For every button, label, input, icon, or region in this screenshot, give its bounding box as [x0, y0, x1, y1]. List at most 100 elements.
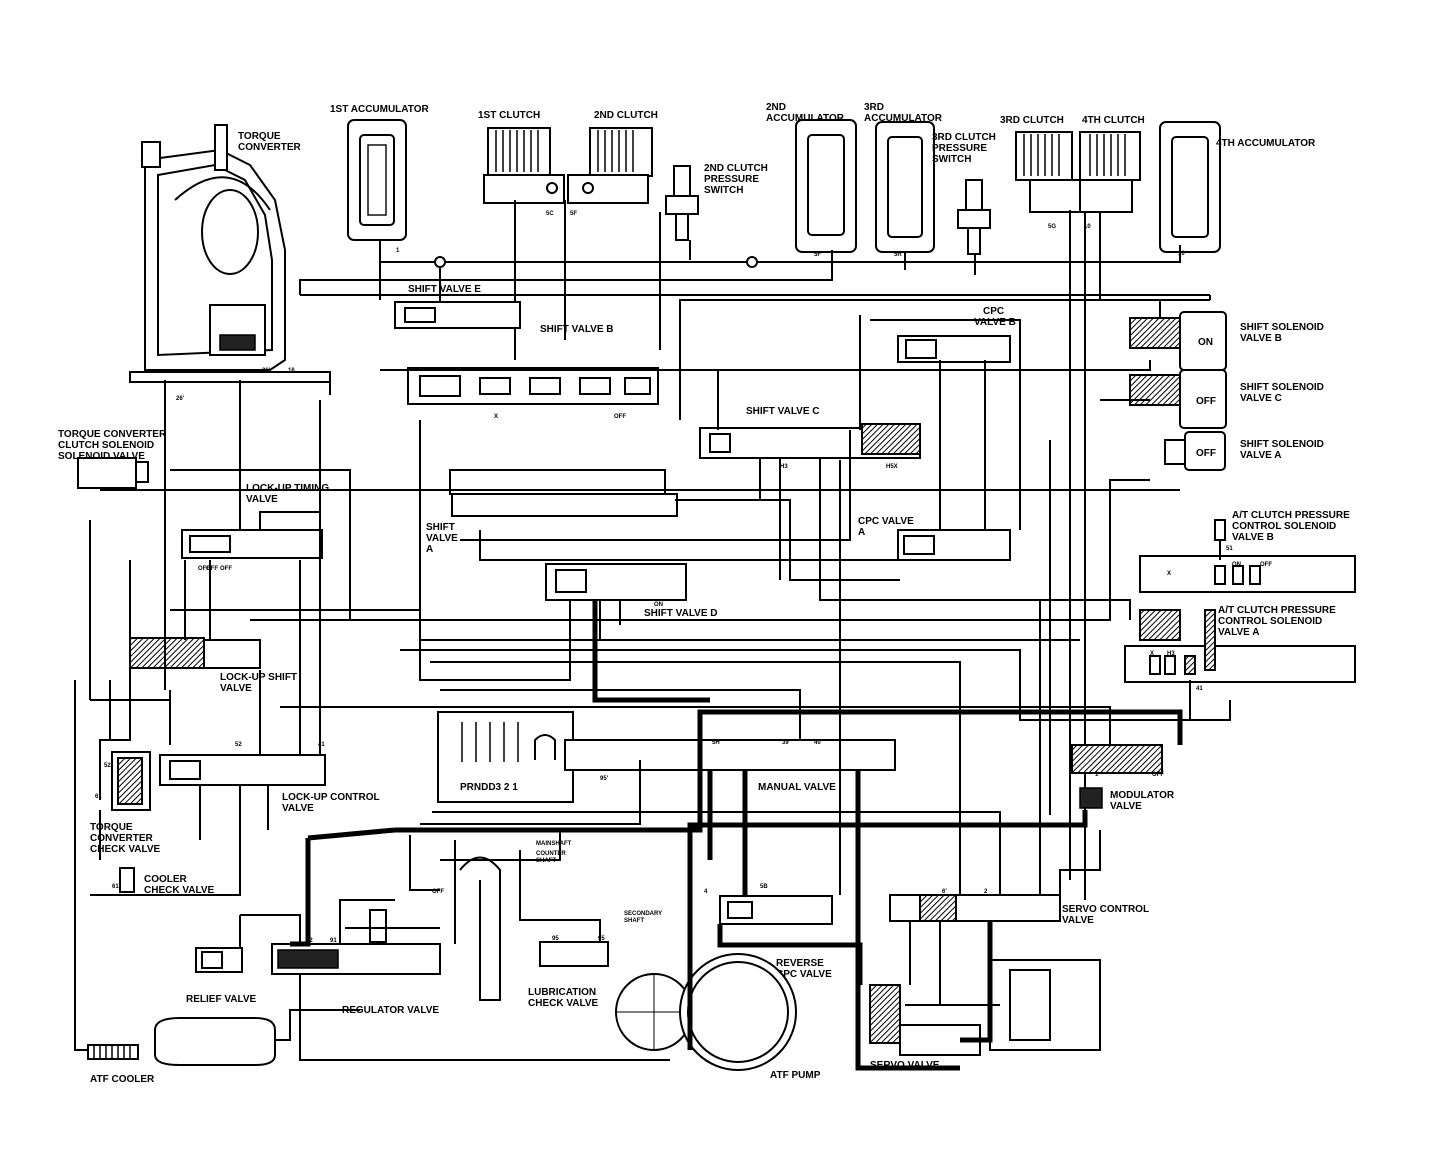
- cpc-valve-b: [897, 335, 1011, 363]
- port-code: 95': [600, 776, 609, 782]
- regulator-valve-label: REGULATOR VALVE: [342, 1005, 439, 1016]
- manual-valve-label: MANUAL VALVE: [758, 782, 836, 793]
- port-code: 52: [235, 742, 242, 748]
- lubrication-check-valve: [459, 856, 609, 1001]
- port-code: 95: [598, 936, 605, 942]
- clutch-2nd-label: 2ND CLUTCH: [594, 110, 658, 121]
- shift-valve-e: [394, 301, 521, 329]
- shift-valve-b-label: SHIFT VALVE B: [540, 324, 614, 335]
- port-code: H5X: [886, 464, 898, 470]
- clutch-1st-label: 1ST CLUTCH: [478, 110, 540, 121]
- port-code: OFF: [198, 566, 210, 572]
- port-code: 51: [1226, 546, 1233, 552]
- clutch-4th-label: 4TH CLUTCH: [1082, 115, 1145, 126]
- port-code: 40: [814, 740, 821, 746]
- shift-solenoid-b: ON: [1129, 311, 1227, 371]
- port-code: 52: [104, 763, 111, 769]
- atc-solenoid-b: [1139, 519, 1356, 593]
- solenoid-a-state: OFF: [1196, 448, 1216, 459]
- solenoid-c-state: OFF: [1196, 396, 1216, 407]
- port-code: 5R: [894, 252, 902, 258]
- mainshaft-label: MAINSHAFT: [536, 841, 572, 847]
- port-code: X: [1150, 651, 1154, 657]
- port-code: ON: [1232, 562, 1241, 568]
- port-code: X: [494, 414, 498, 420]
- port-code: 5B: [760, 884, 768, 890]
- clutch-3rd-label: 3RD CLUTCH: [1000, 115, 1064, 126]
- accumulator-3rd: [875, 121, 935, 253]
- port-codes: 1 5C 5F 5F 5R 5G 10 10 26' 26' 16 X OFF …: [95, 211, 1272, 944]
- port-code: 10: [1084, 224, 1091, 230]
- port-code: H3: [780, 464, 788, 470]
- port-code: 26': [262, 368, 271, 374]
- clutch-3rd: [1015, 131, 1081, 213]
- shift-valve-c-label: SHIFT VALVE C: [746, 406, 820, 417]
- clutch-1st: [483, 127, 565, 204]
- shift-valve-e-label: SHIFT VALVE E: [408, 284, 481, 295]
- shift-valve-b: [407, 367, 659, 405]
- port-code: 41: [318, 742, 325, 748]
- port-code: OFF: [220, 566, 232, 572]
- modulator-valve: [1071, 744, 1163, 809]
- relief-valve-label: RELIEF VALVE: [186, 994, 257, 1005]
- tc-check-valve: [111, 751, 151, 811]
- lockup-control-valve: [159, 754, 326, 786]
- atf-cooler-label: ATF COOLER: [90, 1074, 155, 1085]
- port-code: 91: [330, 938, 337, 944]
- relief-valve: [195, 947, 243, 973]
- shift-valve-d-label: SHIFT VALVE D: [644, 608, 718, 619]
- port-code: 95: [552, 936, 559, 942]
- port-code: 5F: [814, 252, 821, 258]
- port-code: 2: [984, 889, 988, 895]
- port-code: 92: [306, 938, 313, 944]
- accumulator-2nd: [795, 119, 857, 253]
- port-code: 5F: [570, 211, 577, 217]
- shift-solenoid-a: OFF: [1164, 431, 1226, 471]
- port-code: X: [1167, 571, 1171, 577]
- port-code: 61: [95, 794, 102, 800]
- clutch-4th: [1079, 131, 1141, 213]
- regulator-valve: [271, 909, 441, 975]
- shift-valve-c: [699, 423, 921, 459]
- clutch-2nd: [567, 127, 653, 204]
- port-code: ON: [654, 602, 663, 608]
- port-code: 10: [1178, 251, 1185, 257]
- port-code: 41: [1196, 686, 1203, 692]
- port-code: 39: [782, 740, 789, 746]
- port-code: 5G: [1048, 224, 1056, 230]
- reverse-cpc-valve: [719, 895, 833, 925]
- port-code: OFF: [1260, 562, 1272, 568]
- port-code: 5H: [712, 740, 720, 746]
- accumulator-4th: [1159, 121, 1221, 253]
- servo-control-valve: [889, 894, 1061, 922]
- port-code: OFF: [1152, 772, 1164, 778]
- clutch3-pressure-switch: [957, 179, 991, 255]
- port-code: 1: [1095, 772, 1099, 778]
- lockup-timing-valve: [181, 511, 323, 559]
- solenoid-b-state: ON: [1198, 337, 1213, 348]
- port-code: OFF: [432, 889, 444, 895]
- port-code: 61: [112, 884, 119, 890]
- accumulator-1st: [347, 119, 407, 241]
- cpc-valve-a: [897, 529, 1011, 561]
- torque-converter: [129, 124, 331, 395]
